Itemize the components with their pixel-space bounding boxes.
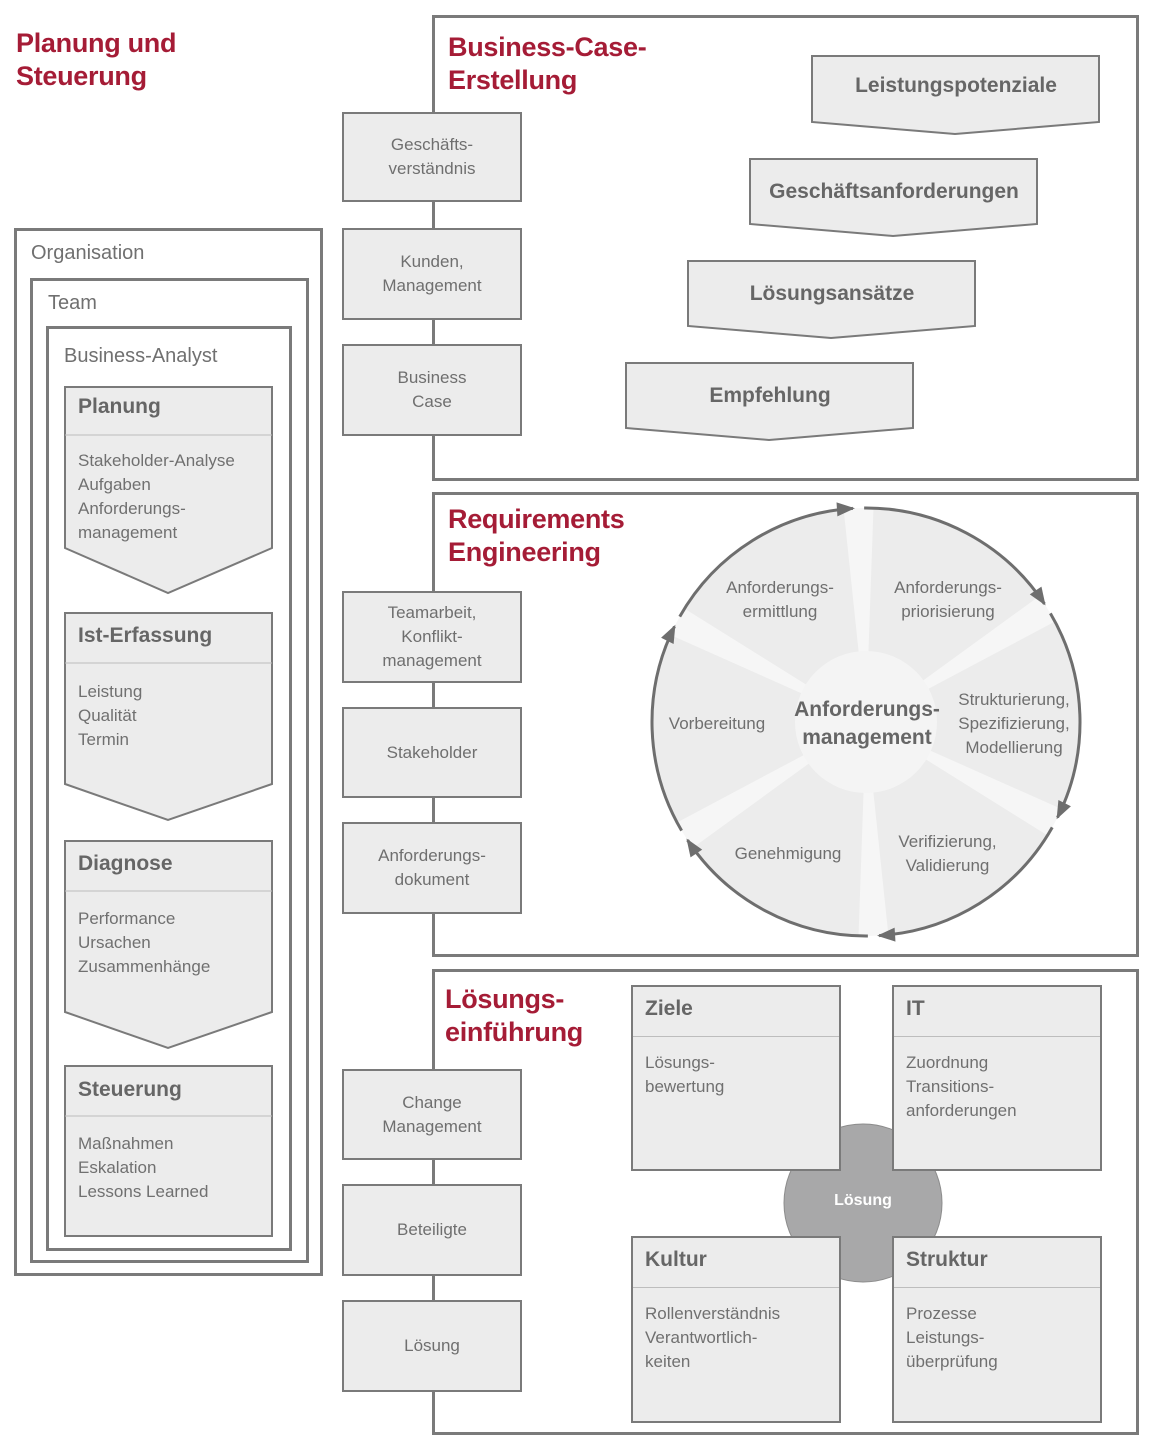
organisation-frame <box>14 228 323 1276</box>
step-chevron-shape <box>625 362 914 442</box>
step-leistungspotenziale: Leistungspotenziale <box>811 55 1101 136</box>
connector-line <box>432 200 435 232</box>
step-chevron-shape <box>687 260 976 340</box>
phase-items: Maßnahmen Eskalation Lessons Learned <box>78 1134 209 1201</box>
cycle-arrowhead-icon <box>1029 586 1046 606</box>
connector-line <box>432 1274 435 1302</box>
cycle-segment-verifizierung: Verifizierung, Validierung <box>898 832 997 875</box>
card-title: Struktur <box>906 1248 988 1271</box>
cycle-center-circle <box>795 651 937 793</box>
connector-line <box>432 492 435 592</box>
connector-line <box>432 1390 435 1435</box>
card-divider <box>894 1036 1100 1037</box>
cycle-arrowhead-icon <box>877 927 896 942</box>
solution-card-ziele: Ziele Lösungs- bewertung <box>631 985 841 1171</box>
team-frame <box>30 278 309 1263</box>
middle-box-teamarbeit: Teamarbeit, Konflikt- management <box>342 591 522 683</box>
business-case-title: Business-Case- Erstellung <box>448 32 647 95</box>
card-divider <box>633 1036 839 1037</box>
solution-card-kultur: Kultur Rollenverständnis Verantwortlich-… <box>631 1236 841 1423</box>
step-chevron-shape <box>811 55 1100 136</box>
cycle-segment-vorbereitung: Vorbereitung <box>668 714 766 733</box>
phase-items: Leistung Qualität Termin <box>78 682 143 749</box>
step-label: Leistungspotenziale <box>855 74 1057 97</box>
cycle-segment-strukturierung: Strukturierung, Spezifizierung, Modellie… <box>958 690 1070 757</box>
step-label: Geschäftsanforderungen <box>769 180 1019 203</box>
middle-box-loesung: Lösung <box>342 1300 522 1392</box>
card-items: Lösungs- bewertung <box>645 1053 725 1096</box>
phase-title: Steuerung <box>78 1078 182 1101</box>
organisation-label: Organisation <box>31 242 145 264</box>
solution-title: Lösungs- einführung <box>445 984 583 1047</box>
card-title: Ziele <box>645 997 693 1020</box>
cycle-arc <box>678 506 854 618</box>
connector-line <box>432 912 435 957</box>
card-divider <box>633 1287 839 1288</box>
connector-line <box>432 1158 435 1186</box>
cycle-segment-ermittlung: Anforderungs- ermittlung <box>726 578 834 621</box>
phase-items: Performance Ursachen Zusammenhänge <box>78 909 211 976</box>
phase-diagnose: Diagnose Performance Ursachen Zusammenhä… <box>64 840 274 1050</box>
cycle-segment-priorisierung: Anforderungs- priorisierung <box>894 578 1002 621</box>
card-title: Kultur <box>645 1248 707 1271</box>
card-divider <box>894 1287 1100 1288</box>
cycle-center-label: Anforderungs- management <box>794 698 940 749</box>
middle-box-change-management: Change Management <box>342 1069 522 1160</box>
middle-box-beteiligte: Beteiligte <box>342 1184 522 1276</box>
cycle-arrowhead-icon <box>686 838 703 858</box>
connector-line <box>432 969 435 1071</box>
step-label: Lösungsansätze <box>749 282 915 305</box>
cycle-arc <box>864 506 1046 605</box>
phase-chevron-shape <box>64 612 273 822</box>
left-section-title: Planung und Steuerung <box>16 28 177 91</box>
cycle-arc <box>686 839 868 938</box>
step-empfehlung: Empfehlung <box>625 362 915 442</box>
step-geschaeftsanforderungen: Geschäftsanforderungen <box>749 158 1039 238</box>
middle-box-anforderungsdokument: Anforderungs- dokument <box>342 822 522 914</box>
card-items: Rollenverständnis Verantwortlich- keiten <box>645 1304 781 1371</box>
step-loesungsansaetze: Lösungsansätze <box>687 260 977 340</box>
phase-box-shape <box>64 1065 273 1237</box>
phase-items: Stakeholder-Analyse Aufgaben Anforderung… <box>78 451 235 542</box>
cycle-arrowhead-icon <box>836 502 855 517</box>
step-label: Empfehlung <box>709 384 831 407</box>
cycle-arc <box>1049 612 1082 819</box>
connector-line <box>432 318 435 346</box>
phase-chevron-shape <box>64 386 273 595</box>
requirements-title: Requirements Engineering <box>448 504 625 567</box>
cycle-segment-genehmigung: Genehmigung <box>734 844 842 863</box>
phase-planung: Planung Stakeholder-Analyse Aufgaben Anf… <box>64 386 274 596</box>
connector-line <box>432 434 435 481</box>
phase-title: Diagnose <box>78 852 173 875</box>
middle-box-kunden-management: Kunden, Management <box>342 228 522 320</box>
phase-title: Ist-Erfassung <box>78 624 213 647</box>
phase-chevron-shape <box>64 840 273 1050</box>
card-title: IT <box>906 997 925 1020</box>
cycle-wedge <box>652 634 866 823</box>
phase-title: Planung <box>78 395 161 418</box>
solution-card-it: IT Zuordnung Transitions- anforderungen <box>892 985 1102 1171</box>
cycle-wedge <box>866 621 1080 810</box>
connector-line <box>432 796 435 824</box>
middle-box-stakeholder: Stakeholder <box>342 707 522 798</box>
business-analyst-frame <box>46 326 292 1251</box>
solution-center-label: Lösung <box>834 1192 892 1209</box>
team-label: Team <box>48 292 97 314</box>
phase-ist-erfassung: Ist-Erfassung Leistung Qualität Termin <box>64 612 274 822</box>
card-items: Zuordnung Transitions- anforderungen <box>906 1053 1017 1120</box>
business-analyst-label: Business-Analyst <box>64 345 218 367</box>
middle-box-geschaeftsverstaendnis: Geschäfts- verständnis <box>342 112 522 202</box>
connector-line <box>432 682 435 710</box>
phase-steuerung: Steuerung Maßnahmen Eskalation Lessons L… <box>64 1065 274 1238</box>
step-chevron-shape <box>749 158 1038 238</box>
solution-card-struktur: Struktur Prozesse Leistungs- überprüfung <box>892 1236 1102 1423</box>
middle-box-business-case: Business Case <box>342 344 522 436</box>
cycle-arrowhead-icon <box>661 624 676 644</box>
card-items: Prozesse Leistungs- überprüfung <box>906 1304 998 1371</box>
cycle-arc <box>878 826 1054 938</box>
cycle-arrowhead-icon <box>1056 800 1071 820</box>
cycle-arc <box>650 625 683 832</box>
requirements-cycle <box>650 502 1082 942</box>
